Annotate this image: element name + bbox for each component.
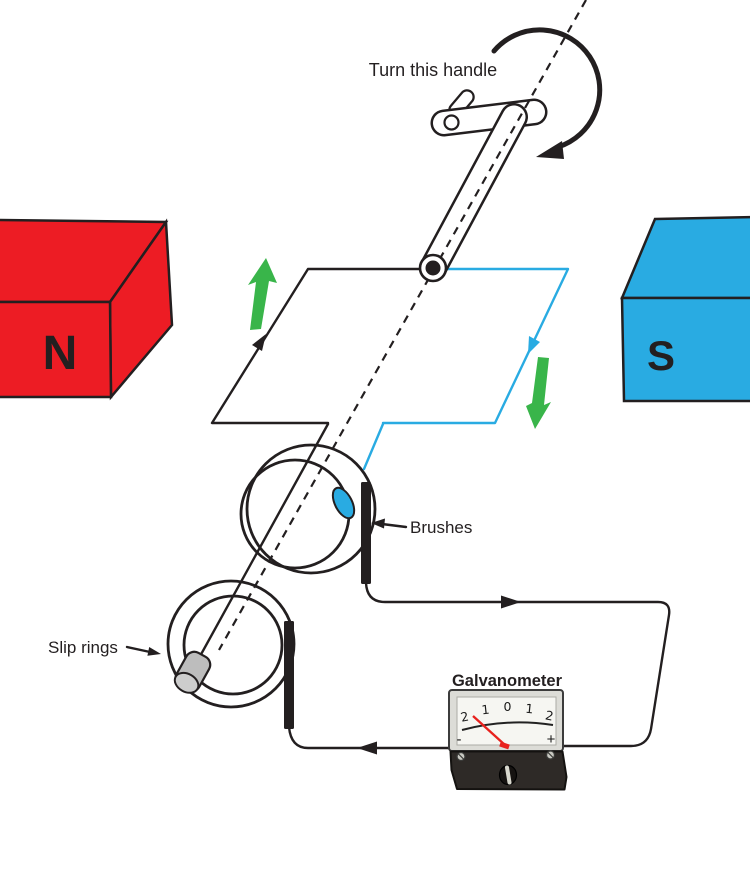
crank-arm-hole (443, 114, 460, 131)
turn-handle-label: Turn this handle (369, 60, 497, 80)
magnet-north-label: N (43, 327, 78, 380)
scale-tick-zero: 0 (504, 699, 512, 714)
rotation-arc (491, 27, 603, 150)
blue-contact-pad (331, 486, 356, 520)
magnet-north-front-face (0, 300, 113, 399)
magnet-north: N (0, 218, 174, 401)
current-arrowhead-right-icon (501, 595, 521, 609)
brushes-callout-line (380, 522, 408, 529)
magnet-south-front-face (620, 296, 750, 403)
loop-blue-lead-wire (362, 422, 385, 471)
brushes-callout-arrowhead-icon (371, 518, 385, 529)
plus-sign: + (547, 731, 556, 748)
circuit-wires (287, 581, 671, 755)
loop-black-half (210, 267, 435, 425)
galvanometer: Galvanometer 2 1 0 1 2 - + (448, 672, 568, 791)
axle-rod (186, 422, 330, 680)
meter-screw-right (545, 750, 556, 760)
scale-arc (461, 721, 554, 731)
brushes-callout: Brushes (371, 518, 472, 537)
needle-pivot (499, 741, 510, 750)
wire-right-branch (364, 581, 671, 748)
magnet-south-top-face (620, 215, 750, 300)
wire-left-branch (287, 725, 457, 750)
magnet-south: S (620, 215, 750, 403)
scale-tick-pos2: 2 (544, 707, 555, 723)
meter-needle (472, 715, 510, 750)
crank-rotation-arrow (491, 27, 603, 159)
needle-line (472, 715, 506, 746)
meter-adjust-knob (498, 764, 518, 786)
slip-rings-callout-line (125, 645, 152, 654)
slip-rings-callout-arrowhead-icon (147, 647, 161, 656)
motion-arrow-up-icon (248, 258, 277, 330)
loop-black-current-arrowhead-icon (252, 334, 266, 351)
shaft-end-cap (173, 650, 212, 694)
current-arrowhead-left-icon (357, 741, 377, 755)
scale-tick-neg1: 1 (481, 702, 490, 718)
scale-tick-pos1: 1 (525, 701, 534, 717)
meter-screw-left (456, 751, 466, 762)
loop-hub (418, 253, 448, 283)
scale-tick-neg2: 2 (459, 708, 470, 724)
slip-rings-label: Slip rings (48, 638, 118, 657)
loop-blue-current-arrowhead-icon (528, 336, 540, 354)
minus-sign: - (457, 731, 462, 748)
armature-loop (210, 267, 570, 471)
magnet-south-label: S (647, 332, 675, 379)
brushes-label: Brushes (410, 518, 472, 537)
axle-and-slip-rings (166, 422, 377, 729)
brush-lower (284, 621, 294, 729)
rotation-arrowhead-icon (536, 141, 564, 159)
slip-rings-callout: Slip rings (48, 638, 161, 657)
crank-handle (419, 89, 548, 282)
brush-upper (361, 482, 371, 584)
galvanometer-label: Galvanometer (452, 672, 563, 690)
meter-face (456, 696, 557, 746)
crank-shaft-fill (421, 105, 526, 280)
motion-arrow-down-icon (526, 357, 551, 429)
meter-scale: 2 1 0 1 2 - + (457, 699, 556, 748)
